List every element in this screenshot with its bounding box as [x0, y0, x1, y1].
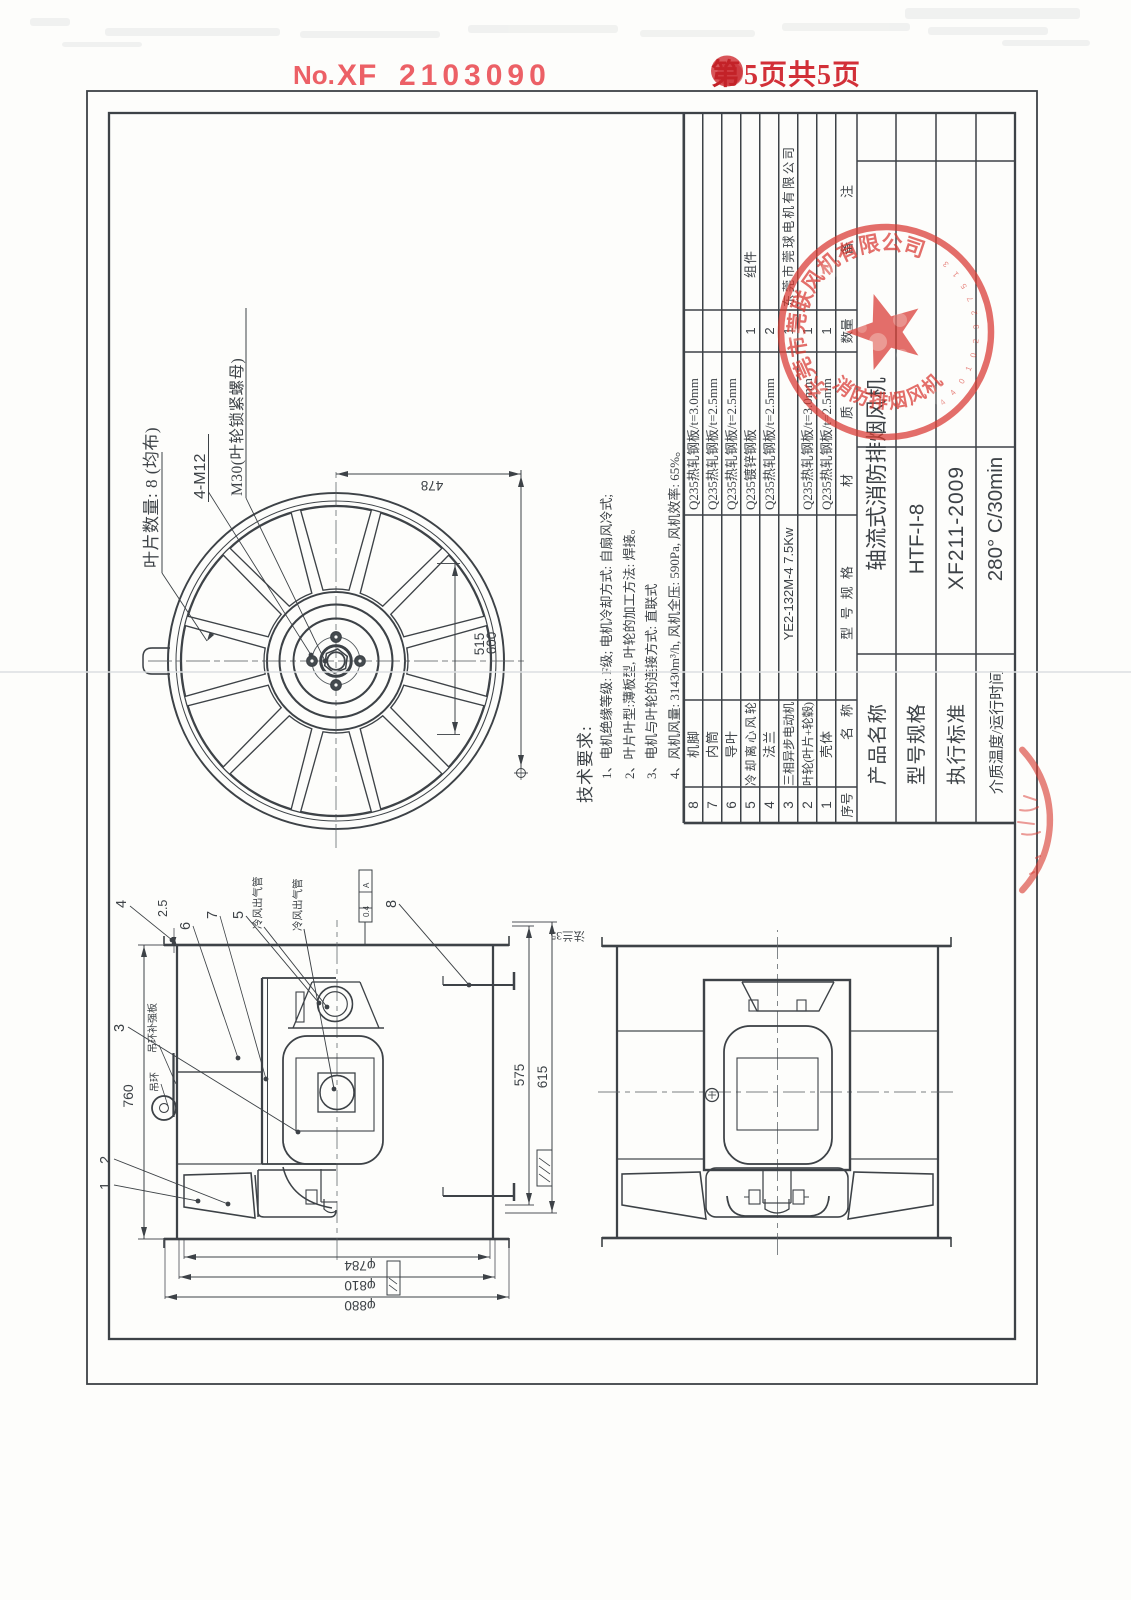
svg-text:内筒: 内筒 [705, 730, 720, 758]
svg-text:材: 材 [839, 474, 854, 487]
svg-text:760: 760 [120, 1084, 136, 1108]
svg-text:机脚: 机脚 [686, 730, 701, 758]
svg-text:φ880: φ880 [344, 1298, 375, 1313]
svg-text:0.4: 0.4 [362, 905, 371, 917]
svg-text:2103090: 2103090 [399, 59, 551, 92]
svg-text:注: 注 [839, 185, 854, 198]
svg-text:冷风出气管: 冷风出气管 [291, 879, 304, 932]
svg-text:3、电机与叶轮的连接方式: 直联式: 3、电机与叶轮的连接方式: 直联式 [644, 584, 659, 779]
svg-text:名: 名 [839, 727, 854, 740]
svg-text:技术要求:: 技术要求: [576, 725, 595, 803]
svg-text:8: 8 [384, 900, 400, 908]
svg-text:法兰35: 法兰35 [550, 929, 585, 943]
svg-text:1: 1 [743, 327, 758, 334]
svg-text:φ810: φ810 [344, 1278, 375, 1293]
svg-text:515: 515 [472, 633, 487, 656]
svg-text:478: 478 [421, 478, 444, 493]
svg-text:吊环补强板: 吊环补强板 [146, 1003, 159, 1053]
svg-text:600: 600 [484, 632, 499, 655]
svg-text:2: 2 [800, 801, 815, 809]
svg-text:5页共5页: 5页共5页 [744, 59, 861, 91]
svg-text:Q235热轧钢板/t=2.5mm: Q235热轧钢板/t=2.5mm [705, 378, 720, 510]
svg-text:XF211-2009: XF211-2009 [945, 466, 968, 590]
svg-text:2: 2 [98, 1156, 114, 1164]
svg-text:叶片数量: 8 (均布): 叶片数量: 8 (均布) [142, 427, 161, 568]
svg-text:叶轮(叶片+轮毂): 叶轮(叶片+轮毂) [801, 702, 815, 786]
svg-text:M30(叶轮锁紧螺母): M30(叶轮锁紧螺母) [228, 358, 246, 496]
svg-text:4-M12: 4-M12 [192, 454, 209, 499]
svg-text:法兰: 法兰 [762, 730, 777, 758]
svg-text:壳体: 壳体 [819, 730, 834, 758]
svg-text:东莞市莞球电机有限公司: 东莞市莞球电机有限公司 [781, 147, 796, 307]
svg-text:3: 3 [112, 1024, 128, 1032]
svg-text:4: 4 [114, 900, 130, 908]
svg-text:1、电机绝缘等级: F级; 电机冷却方式: 自扇风冷式;: 1、电机绝缘等级: F级; 电机冷却方式: 自扇风冷式; [599, 494, 614, 779]
svg-text:Q235热轧钢板/t=2.5mm: Q235热轧钢板/t=2.5mm [819, 378, 834, 510]
svg-text:YE2-132M-4 7.5Kw: YE2-132M-4 7.5Kw [781, 527, 796, 640]
svg-text:执行标准: 执行标准 [946, 703, 968, 785]
svg-text:导叶: 导叶 [724, 730, 739, 758]
svg-text:No.: No. [293, 60, 335, 90]
svg-text:型 号 规 格: 型 号 规 格 [839, 564, 854, 640]
svg-text:Q235热轧钢板/t=2.5mm: Q235热轧钢板/t=2.5mm [724, 378, 739, 510]
svg-text:5: 5 [231, 911, 247, 919]
svg-text:第: 第 [711, 57, 740, 91]
svg-text:2: 2 [762, 327, 777, 334]
svg-text:4、风机风量: 31430m³/h, 风机全压: 590Pa: 4、风机风量: 31430m³/h, 风机全压: 590Pa, 风机效率: 65… [667, 444, 682, 779]
svg-text:质: 质 [839, 406, 854, 419]
svg-text:数量: 数量 [839, 318, 854, 343]
svg-text:280° C/30min: 280° C/30min [984, 457, 1007, 581]
svg-text:介质温度/运行时间: 介质温度/运行时间 [989, 670, 1006, 794]
svg-text:型号规格: 型号规格 [906, 703, 928, 785]
svg-text:组件: 组件 [743, 250, 758, 278]
svg-text:吊环: 吊环 [149, 1072, 161, 1092]
svg-text:轴流式消防排烟风机: 轴流式消防排烟风机 [865, 377, 889, 571]
svg-text:冷风出气管: 冷风出气管 [251, 877, 264, 930]
svg-text:XF: XF [337, 59, 377, 92]
svg-text:1: 1 [819, 801, 834, 809]
svg-text:称: 称 [839, 704, 854, 717]
svg-text:Q235热轧钢板/t=3.0mm: Q235热轧钢板/t=3.0mm [800, 378, 815, 510]
svg-text:φ784: φ784 [344, 1258, 376, 1273]
svg-text:3: 3 [781, 801, 796, 809]
svg-text:575: 575 [512, 1064, 527, 1087]
svg-text:2.5: 2.5 [156, 900, 170, 917]
svg-text:1: 1 [781, 327, 796, 334]
svg-text:HTF-I-8: HTF-I-8 [906, 504, 929, 575]
svg-text:序号: 序号 [839, 792, 854, 817]
svg-text:1: 1 [98, 1182, 114, 1190]
svg-text:产品名称: 产品名称 [867, 703, 889, 785]
svg-text:7: 7 [705, 801, 720, 809]
svg-text:1: 1 [819, 327, 834, 334]
svg-text:615: 615 [535, 1066, 550, 1089]
svg-text:Q235镀锌钢板: Q235镀锌钢板 [743, 429, 758, 510]
svg-text:A: A [362, 882, 371, 888]
svg-text:Q235热轧钢板/t=2.5mm: Q235热轧钢板/t=2.5mm [762, 378, 777, 510]
svg-text:三相异步电动机: 三相异步电动机 [782, 702, 796, 786]
svg-text:1: 1 [800, 327, 815, 334]
svg-text:Q235热轧钢板/t=3.0mm: Q235热轧钢板/t=3.0mm [686, 378, 701, 510]
svg-text:2、叶片叶型:薄板型, 叶轮的加工方法: 焊接。: 2、叶片叶型:薄板型, 叶轮的加工方法: 焊接。 [622, 522, 637, 779]
svg-text:5: 5 [743, 801, 758, 809]
svg-text:备: 备 [839, 242, 854, 255]
svg-text:7: 7 [205, 911, 221, 919]
svg-text:6: 6 [724, 801, 739, 809]
svg-text:4: 4 [762, 801, 777, 809]
svg-text:8: 8 [686, 801, 701, 809]
svg-text:6: 6 [178, 922, 194, 930]
